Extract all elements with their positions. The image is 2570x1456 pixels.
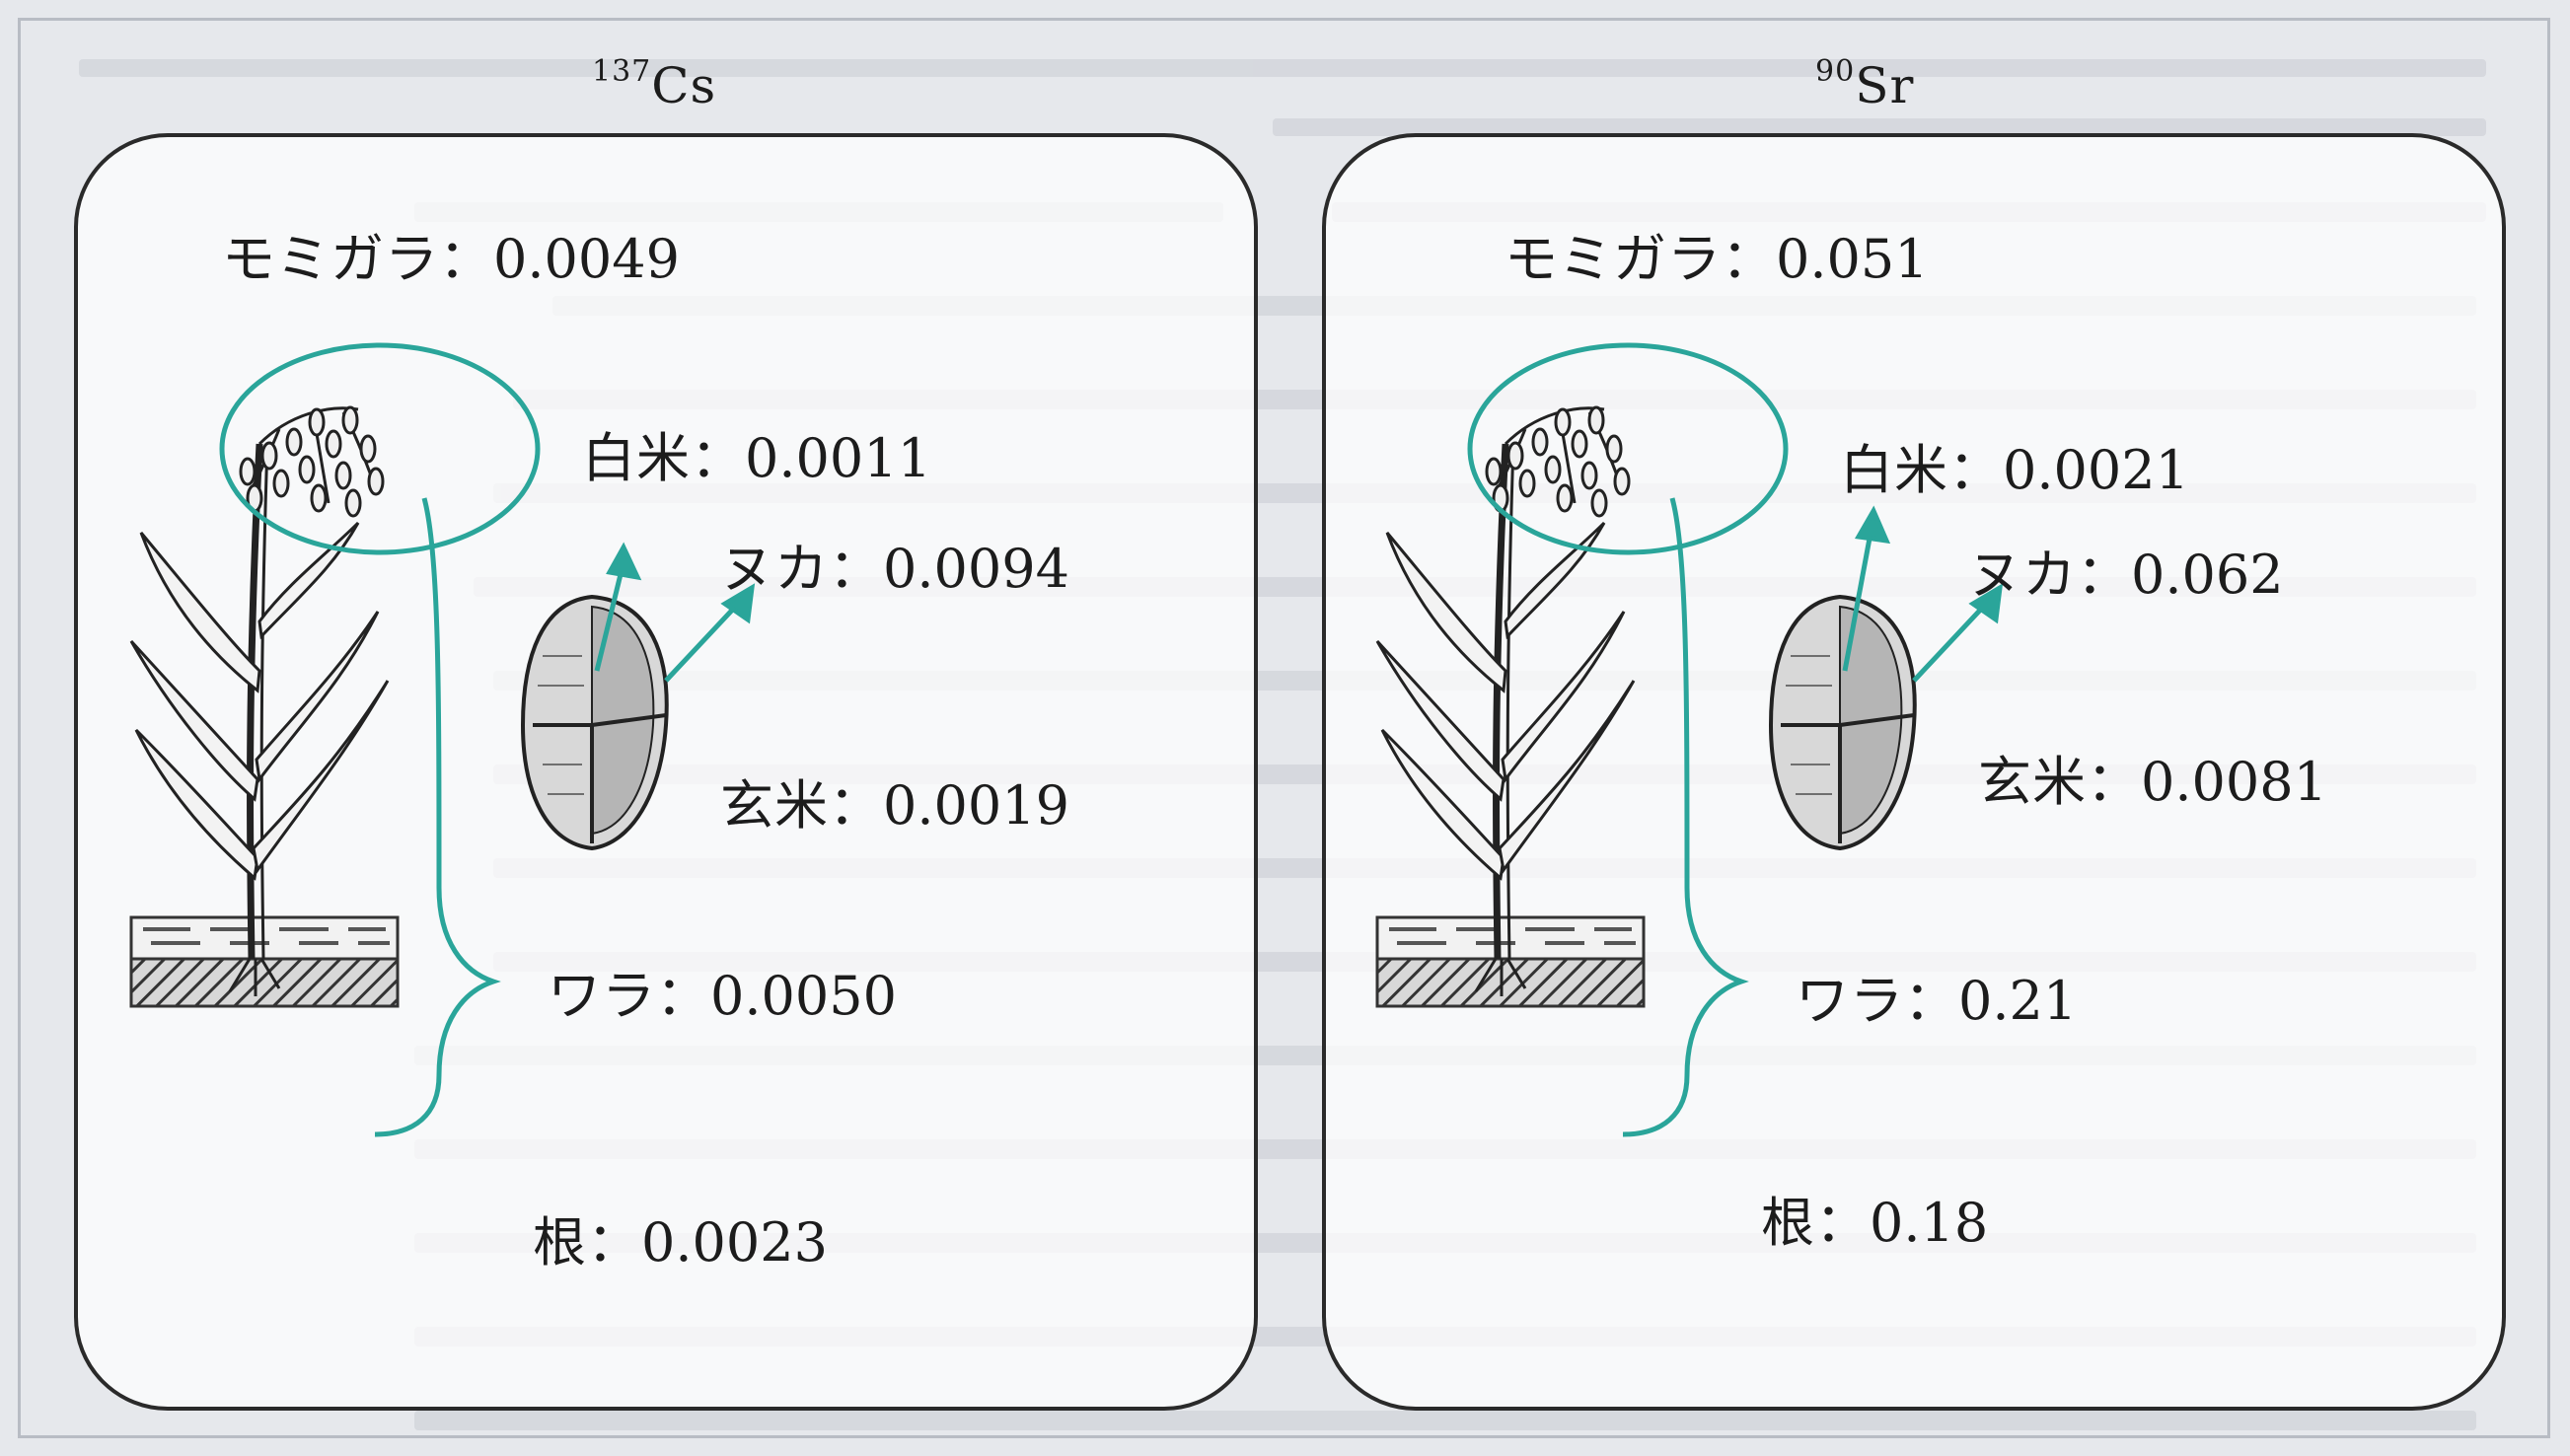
sr-title: 90Sr bbox=[1815, 54, 1915, 114]
sr-momigara-label: モミガラ：0.051 bbox=[1505, 228, 1929, 290]
cs-genmai-label: 玄米：0.0019 bbox=[720, 774, 1069, 837]
cs-momigara-label: モミガラ：0.0049 bbox=[222, 228, 680, 290]
cs-panel bbox=[74, 133, 1258, 1411]
sr-nuka-label: ヌカ：0.062 bbox=[1968, 544, 2284, 606]
cs-ne-label: 根：0.0023 bbox=[533, 1211, 828, 1274]
sr-wara-label: ワラ：0.21 bbox=[1796, 970, 2078, 1032]
cs-rice-plant-icon bbox=[131, 407, 398, 1006]
sr-ne-label: 根：0.18 bbox=[1761, 1192, 1989, 1254]
sr-rice-plant-icon bbox=[1377, 407, 1644, 1006]
cs-highlight-circle bbox=[219, 342, 541, 555]
cs-nuka-label: ヌカ：0.0094 bbox=[720, 538, 1069, 600]
cs-brace bbox=[374, 497, 501, 1137]
sr-brace bbox=[1622, 497, 1749, 1137]
sr-panel bbox=[1322, 133, 2506, 1411]
cs-grain-icon bbox=[521, 595, 669, 850]
sr-grain-icon bbox=[1769, 595, 1917, 850]
cs-title: 137Cs bbox=[592, 54, 717, 114]
sr-hakumai-label: 白米：0.0021 bbox=[1840, 439, 2189, 501]
cs-hakumai-label: 白米：0.0011 bbox=[582, 427, 931, 489]
sr-highlight-circle bbox=[1467, 342, 1789, 555]
figure-frame bbox=[18, 18, 2550, 1438]
sr-genmai-label: 玄米：0.0081 bbox=[1978, 751, 2327, 813]
cs-wara-label: ワラ：0.0050 bbox=[548, 965, 897, 1027]
